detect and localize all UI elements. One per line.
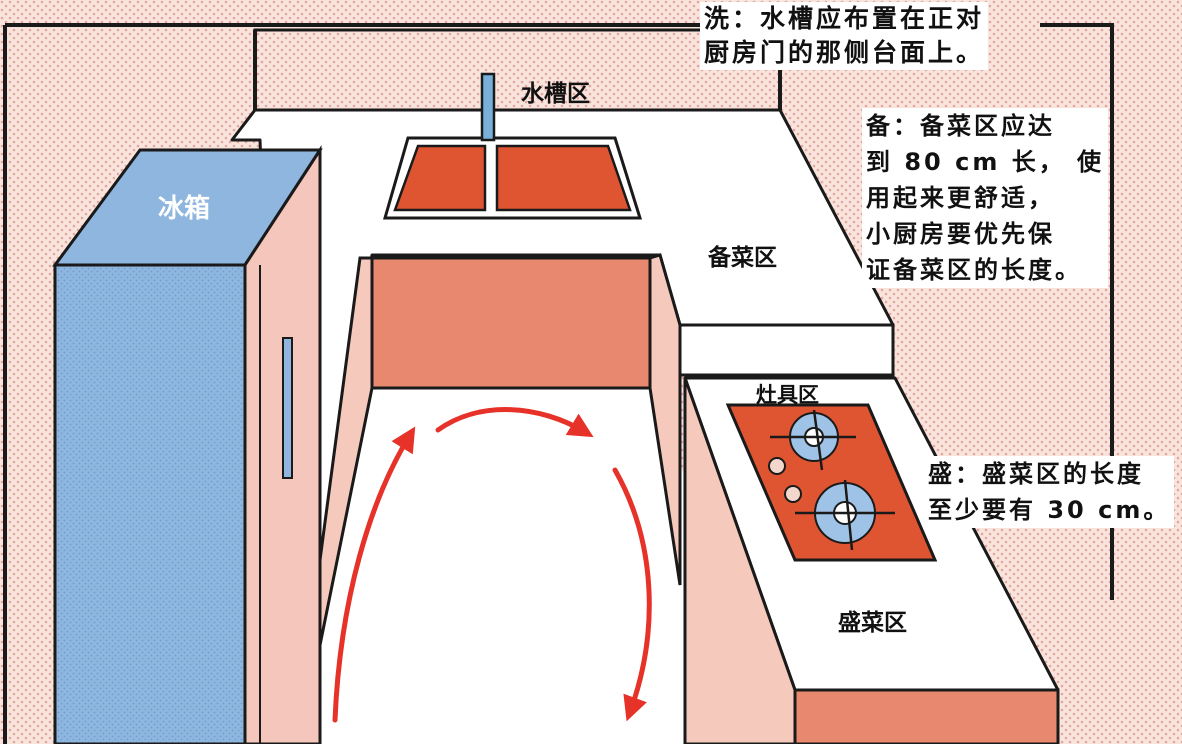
serving-counter-front [795, 690, 1058, 744]
prep-note-line-4: 小厨房要优先保 [866, 216, 1104, 252]
sink-basin-right [497, 146, 630, 210]
prep-note: 备：备菜区应达 到 80 cm 长， 使 用起来更舒适， 小厨房要优先保 证备菜… [862, 108, 1108, 288]
serve-note-line-1: 盛：盛菜区的长度 [928, 456, 1170, 492]
wash-note: 洗：水槽应布置在正对 厨房门的那侧台面上。 [700, 2, 988, 70]
prep-zone-label: 备菜区 [708, 238, 777, 272]
serve-note-line-2: 至少要有 30 cm。 [928, 492, 1170, 528]
faucet-icon [482, 74, 494, 140]
fridge-handle [283, 338, 292, 478]
serve-note: 盛：盛菜区的长度 至少要有 30 cm。 [924, 456, 1174, 528]
prep-note-line-1: 备：备菜区应达 [866, 108, 1104, 144]
prep-note-line-2: 到 80 cm 长， 使 [866, 144, 1104, 180]
prep-note-line-3: 用起来更舒适， [866, 180, 1104, 216]
back-cabinet-front [372, 258, 650, 388]
sink-zone-label: 水槽区 [521, 74, 590, 108]
fridge-front [55, 265, 245, 744]
stove-knob-icon [785, 486, 801, 502]
serve-zone-label: 盛菜区 [838, 603, 907, 637]
fridge-label: 冰箱 [158, 188, 210, 225]
prep-note-line-5: 证备菜区的长度。 [866, 252, 1104, 288]
stove-zone-label: 灶具区 [756, 379, 819, 409]
wash-note-line-2: 厨房门的那侧台面上。 [704, 36, 984, 70]
stove-knob-icon [769, 458, 785, 474]
prep-counter-edge [680, 325, 893, 375]
wash-note-line-1: 洗：水槽应布置在正对 [704, 2, 984, 36]
